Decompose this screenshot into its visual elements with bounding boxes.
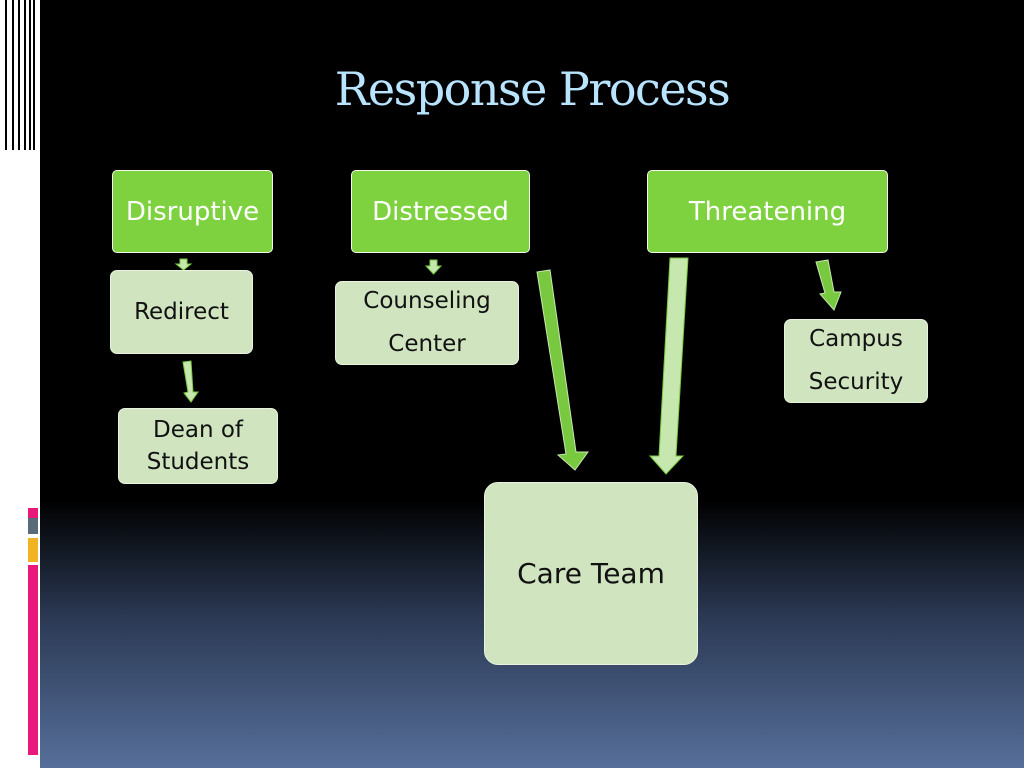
arrow-distressed-to-care-team [536,269,589,471]
vertical-bars-icon [5,0,40,150]
action-care-team: Care Team [484,482,698,665]
accent-slate-icon [28,518,38,534]
slide-title: Response Process [334,62,731,116]
category-threatening: Threatening [647,170,888,253]
accent-pink-long-icon [28,565,38,755]
arrow-distressed-to-counseling [424,259,443,275]
accent-gold-icon [28,538,38,562]
action-campus-security: Campus Security [784,319,928,403]
arrow-threatening-to-care-team [648,257,689,475]
left-decorative-strip [0,0,40,768]
action-dean-of-students: Dean of Students [118,408,278,484]
action-redirect: Redirect [110,270,253,354]
arrow-redirect-to-dean [182,360,199,403]
category-distressed: Distressed [351,170,530,253]
action-counseling-center: Counseling Center [335,281,519,365]
arrow-disruptive-to-redirect [174,258,193,271]
category-disruptive: Disruptive [112,170,273,253]
arrow-threatening-to-security [815,259,842,311]
accent-pink-small-icon [28,508,38,518]
